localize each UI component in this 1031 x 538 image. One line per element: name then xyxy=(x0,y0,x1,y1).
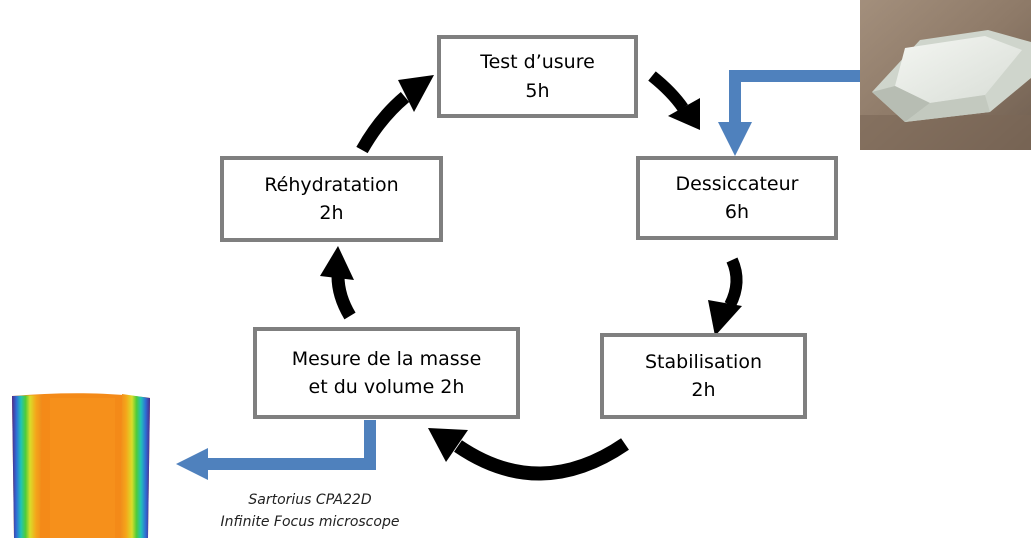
step-stabilisation-duration: 2h xyxy=(691,379,716,401)
cycle-arrow-rehydratation-to-test xyxy=(356,75,434,154)
instrument-caption-line1: Sartorius CPA22D xyxy=(248,492,372,508)
step-stabilisation-title: Stabilisation xyxy=(645,350,762,373)
instrument-caption-line2: Infinite Focus microscope xyxy=(220,514,400,530)
step-test-usure-title: Test d’usure xyxy=(480,51,595,73)
cycle-arrow-stabilisation-to-mesure xyxy=(428,428,629,481)
step-mesure: Mesure de la masse et du volume 2h xyxy=(253,327,520,419)
step-mesure-line2: et du volume 2h xyxy=(308,376,465,398)
step-test-usure: Test d’usure 5h xyxy=(437,35,638,118)
step-rehydratation-duration: 2h xyxy=(319,202,344,224)
cycle-arrow-test-to-dessiccateur xyxy=(648,71,700,130)
cycle-arrow-mesure-to-rehydratation xyxy=(320,246,356,320)
input-flow-arrow xyxy=(718,70,860,156)
step-stabilisation: Stabilisation 2h xyxy=(600,333,807,419)
output-flow-arrow xyxy=(176,420,376,480)
step-rehydratation: Réhydratation 2h xyxy=(220,156,443,242)
step-dessiccateur: Dessiccateur 6h xyxy=(636,156,838,240)
step-dessiccateur-duration: 6h xyxy=(724,201,750,223)
cycle-arrow-dessiccateur-to-stabilisation xyxy=(708,257,743,336)
sample-photo xyxy=(860,0,1031,150)
step-dessiccateur-title: Dessiccateur xyxy=(675,172,799,195)
step-mesure-line1: Mesure de la masse xyxy=(291,347,482,370)
step-test-usure-duration: 5h xyxy=(525,79,550,102)
surface-scan-image xyxy=(12,393,150,538)
step-rehydratation-title: Réhydratation xyxy=(264,173,399,196)
